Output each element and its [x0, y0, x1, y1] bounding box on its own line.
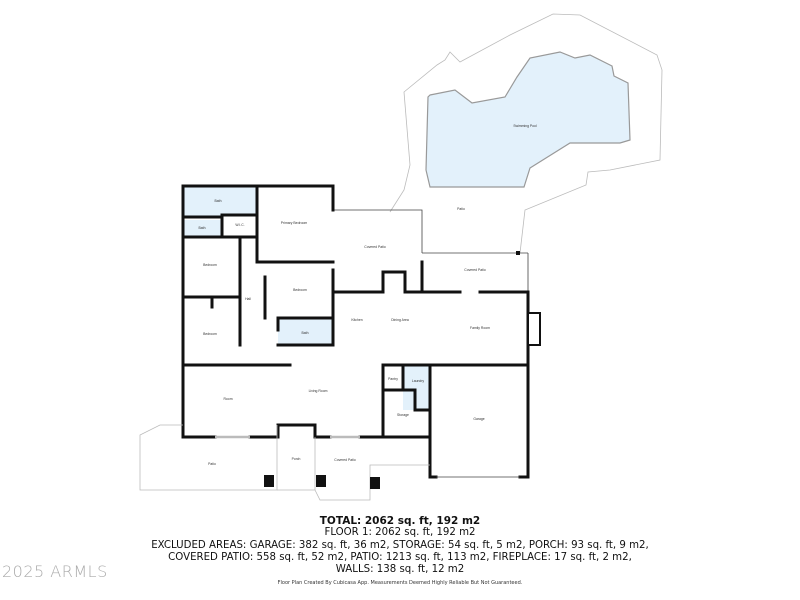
exterior-wall: [383, 435, 438, 479]
room-label: Bath: [302, 331, 309, 335]
room-label: Family Room: [470, 326, 490, 330]
room-label: Patio: [457, 207, 465, 211]
room-label: Bedroom: [293, 288, 307, 292]
swimming-pool: [425, 51, 631, 188]
room-label: Bath: [199, 226, 206, 230]
exterior-wall: [248, 423, 332, 439]
credit-note: Floor Plan Created By Cubicasa App. Meas…: [277, 580, 523, 586]
room-label: Dining Area: [391, 318, 409, 322]
room-label: Garage: [473, 417, 484, 421]
room-label: Bath: [215, 199, 222, 203]
room-label: Bedroom: [203, 263, 217, 267]
exterior-wall: [518, 363, 530, 479]
room-label: Laundry: [412, 379, 425, 383]
bath-fill: [184, 220, 222, 237]
patio-edge: [333, 209, 423, 253]
room-label: Swimming Pool: [513, 124, 537, 128]
column: [370, 477, 380, 489]
floor-area: FLOOR 1: 2062 sq. ft, 192 m2: [324, 527, 476, 539]
bath-fill: [278, 318, 333, 345]
room-label: Hall: [245, 297, 251, 301]
porch-outline: [277, 437, 316, 491]
column: [316, 475, 326, 487]
total-area: TOTAL: 2062 sq. ft, 192 m2: [319, 515, 481, 527]
fireplace: [527, 312, 541, 346]
exterior-wall: [181, 184, 335, 212]
exterior-wall: [181, 184, 217, 439]
room-labels: Bath Bath W.I.C. Primary Bedroom Bedroom…: [199, 124, 537, 466]
excluded-areas: WALLS: 138 sq. ft, 12 m2: [335, 564, 465, 576]
room-label: Storage: [397, 413, 409, 417]
room-label: Covered Patio: [464, 268, 486, 272]
room-label: Room: [223, 397, 232, 401]
room-label: W.I.C.: [235, 223, 244, 227]
room-label: Primary Bedroom: [281, 221, 308, 225]
room-label: Patio: [208, 462, 216, 466]
column: [264, 475, 274, 487]
excluded-areas: EXCLUDED AREAS: GARAGE: 382 sq. ft, 36 m…: [151, 539, 649, 551]
patio-outline: [139, 424, 278, 491]
room-label: Porch: [292, 457, 301, 461]
room-label: Pantry: [388, 377, 398, 381]
covered-patio-outline: [314, 464, 430, 501]
bath-fill: [184, 187, 257, 216]
room-label: Bedroom: [203, 332, 217, 336]
room-label: Kitchen: [351, 318, 362, 322]
room-label: Covered Patio: [334, 458, 356, 462]
area-summary: TOTAL: 2062 sq. ft, 192 m2 FLOOR 1: 2062…: [0, 515, 800, 576]
excluded-areas: COVERED PATIO: 558 sq. ft, 52 m2, PATIO:…: [168, 551, 632, 563]
patio-boundary: [389, 13, 663, 254]
interior-walls: [181, 184, 530, 439]
room-label: Covered Patio: [364, 245, 386, 249]
room-label: Living Room: [309, 389, 328, 393]
floor-plan: Bath Bath W.I.C. Primary Bedroom Bedroom…: [139, 13, 663, 501]
watermark: 2025 ARMLS: [2, 562, 108, 581]
exterior-wall: [331, 268, 424, 294]
post: [516, 251, 520, 255]
